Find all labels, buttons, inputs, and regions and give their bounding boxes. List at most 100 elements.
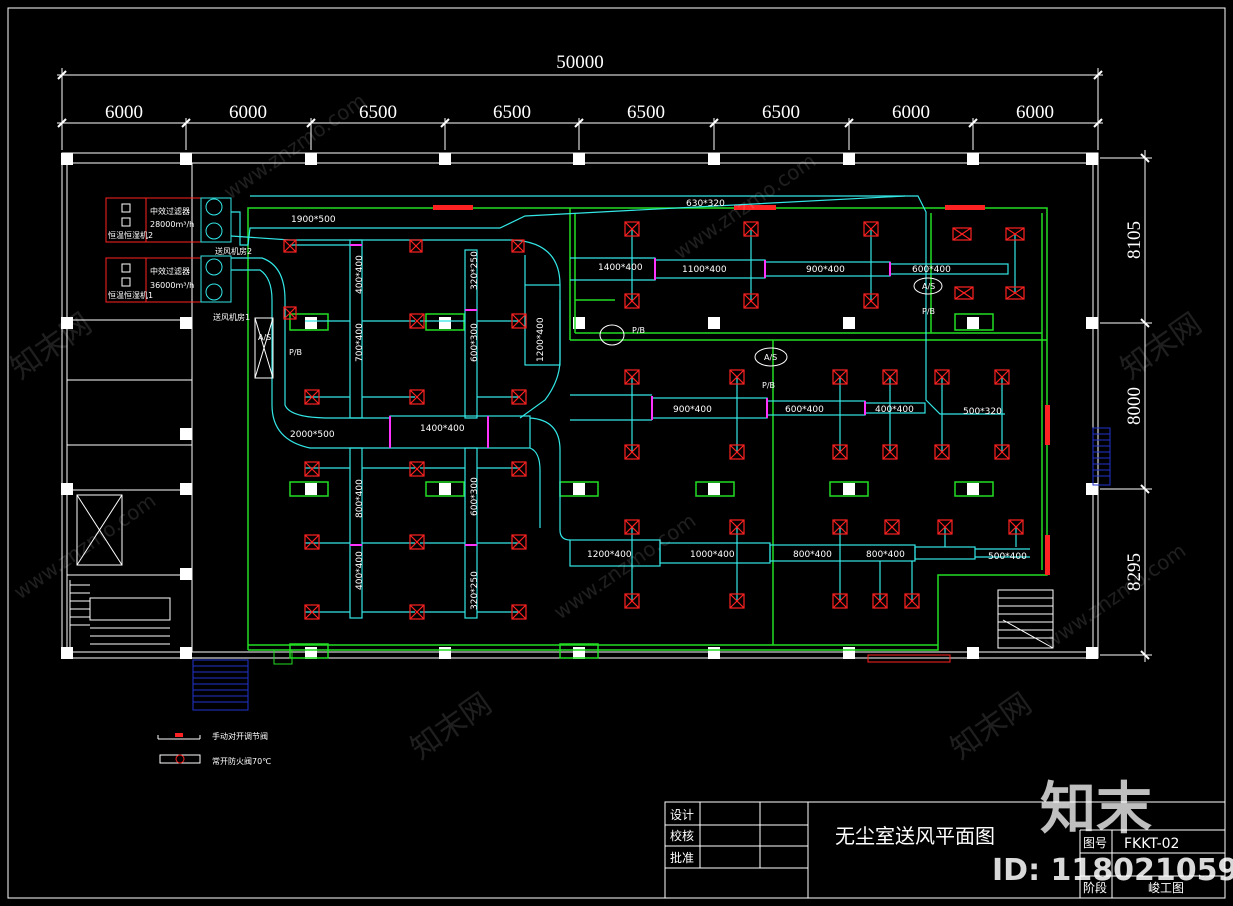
watermark-site-4: www.znzmo.com xyxy=(1039,538,1190,654)
pb-tag-1: P/B xyxy=(289,348,302,357)
watermark-site-5: www.znzmo.com xyxy=(9,488,160,604)
dim-right-3: 8295 xyxy=(1124,553,1145,591)
dim-bay-8: 6000 xyxy=(1016,102,1054,123)
duct-label-vert-a-top: 400*400 xyxy=(355,255,365,294)
supply-ducts xyxy=(230,195,1030,619)
duct-label-row2-2: 600*400 xyxy=(785,405,824,415)
room-label-fan-2: 送风机房2 xyxy=(215,246,252,256)
tb-stage-label: 阶段 xyxy=(1083,880,1107,895)
dim-right-1: 8105 xyxy=(1124,221,1145,259)
duct-label-row1-3: 900*400 xyxy=(806,265,845,275)
legend-damper-symbol xyxy=(157,733,201,740)
hatch-green-block xyxy=(273,649,293,665)
blue-louver-right xyxy=(1092,427,1111,486)
tb-design-label: 设计 xyxy=(670,808,694,822)
dampers xyxy=(350,244,891,546)
legend-firedamper-symbol xyxy=(159,754,201,764)
ahu1-filter: 中效过滤器 xyxy=(150,266,190,276)
duct-label-row3-1: 1200*400 xyxy=(587,550,632,560)
legend-item-1: 手动对开调节阀 xyxy=(212,731,268,741)
duct-label-top-main: 630*320 xyxy=(686,199,725,209)
duct-label-row3-3: 800*400 xyxy=(793,550,832,560)
watermark-brand: 知末 xyxy=(1040,777,1152,842)
ahu1-flow: 36000m³/h xyxy=(150,281,194,290)
legend: 手动对开调节阀 常开防火阀70℃ xyxy=(157,731,271,766)
dim-bay-3: 6500 xyxy=(359,102,397,123)
stair-right xyxy=(997,589,1054,649)
ahu2-name: 恒温恒湿机2 xyxy=(108,230,153,240)
duct-label-vert-b-top: 320*250 xyxy=(470,251,480,290)
dim-total: 50000 xyxy=(556,52,604,73)
pb-tag-3: P/B xyxy=(922,307,935,316)
blue-steps-bottom xyxy=(192,659,249,711)
pb-tag-4: P/B xyxy=(632,326,645,335)
duct-label-vert-b-bot: 320*250 xyxy=(470,571,480,610)
diffuser-col-left xyxy=(283,239,527,620)
watermark-net-4: 知末网 xyxy=(1115,306,1209,386)
dim-bay-1: 6000 xyxy=(105,102,143,123)
duct-label-row3-4: 800*400 xyxy=(866,550,905,560)
legend-item-2: 常开防火阀70℃ xyxy=(212,756,271,766)
tb-drawing-no: FKKT-02 xyxy=(1124,836,1179,852)
duct-label-row2-3: 400*400 xyxy=(875,405,914,415)
duct-label-row2-1: 900*400 xyxy=(673,405,712,415)
wall-red-markers xyxy=(433,205,1050,575)
valve-tags: A/S A/S A/S P/B P/B P/B P/B xyxy=(258,282,935,390)
door-frame-bottom xyxy=(867,654,951,663)
as-tag-3: A/S xyxy=(922,282,935,291)
diffuser-row-2 xyxy=(624,369,1010,460)
watermark-id: ID: 1180210590 xyxy=(992,853,1233,888)
duct-size-labels: 630*320 1900*500 2000*500 1400*400 400*4… xyxy=(290,199,1027,610)
watermark-net-3: 知末网 xyxy=(945,686,1039,766)
duct-label-row2-4: 500*320 xyxy=(963,407,1002,417)
duct-label-center: 1400*400 xyxy=(420,424,465,434)
supply-diffusers xyxy=(283,221,1025,620)
room-label-fan-1: 送风机房1 xyxy=(213,312,250,322)
drawing-title: 无尘室送风平面图 xyxy=(835,824,995,848)
ahu1-name: 恒温恒湿机1 xyxy=(108,290,153,300)
dim-bay-4: 6500 xyxy=(493,102,531,123)
duct-label-row3-5: 500*400 xyxy=(988,552,1027,562)
duct-label-row3-2: 1000*400 xyxy=(690,550,735,560)
ahu-2: 中效过滤器 28000m³/h 恒温恒湿机2 xyxy=(105,197,232,243)
duct-label-vert-c: 1200*400 xyxy=(536,317,546,362)
title-block xyxy=(664,801,1226,899)
diffuser-row-1 xyxy=(624,221,1025,309)
duct-label-left-top: 1900*500 xyxy=(291,215,336,225)
tb-drawing-no-label: 图号 xyxy=(1083,836,1107,850)
dim-bay-7: 6000 xyxy=(892,102,930,123)
dim-bay-5: 6500 xyxy=(627,102,665,123)
dim-bay-2: 6000 xyxy=(229,102,267,123)
tb-approve-label: 批准 xyxy=(670,850,694,865)
duct-label-row1-1: 1400*400 xyxy=(598,263,643,273)
watermark-layer: www.znzmo.com www.znzmo.com www.znzmo.co… xyxy=(5,88,1209,766)
duct-label-vert-a-low: 800*400 xyxy=(355,479,365,518)
duct-label-vert-a-bot: 400*400 xyxy=(355,551,365,590)
stair-left xyxy=(70,584,170,645)
as-tag-1: A/S xyxy=(258,333,271,342)
duct-label-vert-a-mid: 700*400 xyxy=(355,323,365,362)
dim-right-2: 8000 xyxy=(1124,387,1145,425)
ahu2-filter: 中效过滤器 xyxy=(150,206,190,216)
bay-dimension-labels: 6000 6000 6500 6500 6500 6500 6000 6000 xyxy=(105,102,1054,123)
duct-label-vert-b-low: 600*300 xyxy=(470,477,480,516)
structural-columns xyxy=(61,153,1098,659)
pb-tag-2: P/B xyxy=(762,381,775,390)
duct-label-vert-b-mid: 600*300 xyxy=(470,323,480,362)
cleanroom-partitions xyxy=(247,207,1048,659)
duct-label-left-main: 2000*500 xyxy=(290,430,335,440)
top-dimensions xyxy=(57,68,1103,150)
dim-bay-6: 6500 xyxy=(762,102,800,123)
ahu2-flow: 28000m³/h xyxy=(150,220,194,229)
diffuser-row-3 xyxy=(624,519,1024,609)
ahu-1: 中效过滤器 36000m³/h 恒温恒湿机1 xyxy=(105,255,232,303)
watermark-net-2: 知末网 xyxy=(405,686,499,766)
air-valves xyxy=(254,277,943,379)
tb-check-label: 校核 xyxy=(670,828,694,843)
tb-stage: 峻工图 xyxy=(1148,880,1184,895)
right-dimensions xyxy=(1100,150,1152,662)
duct-label-row1-4: 600*400 xyxy=(912,265,951,275)
watermark-net-1: 知末网 xyxy=(5,306,99,386)
duct-label-row1-2: 1100*400 xyxy=(682,265,727,275)
